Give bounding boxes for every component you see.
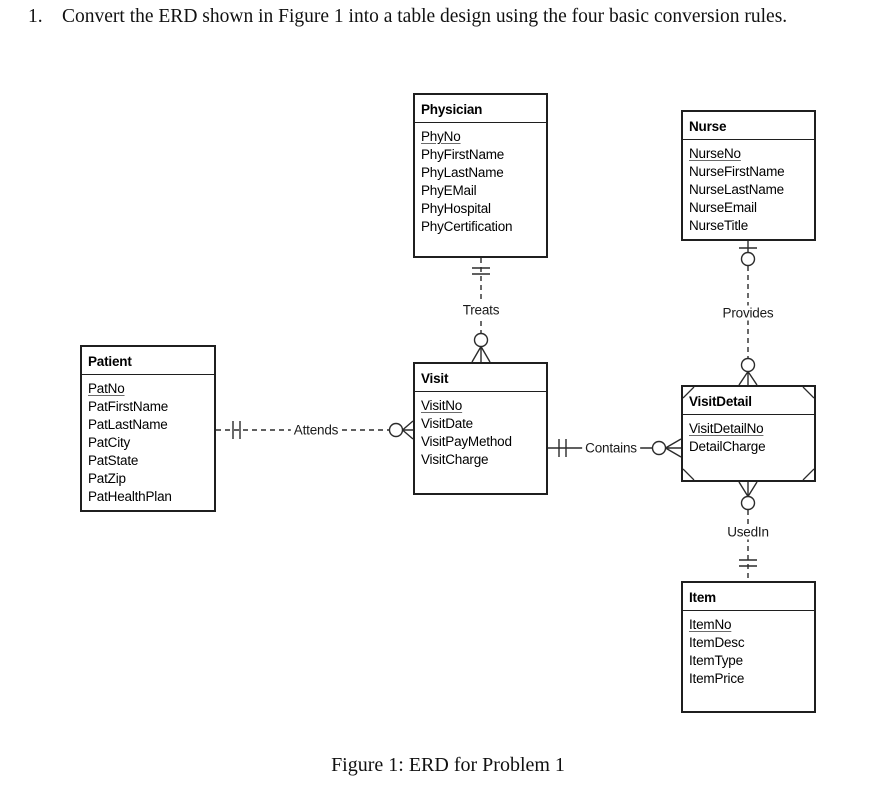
cardinality-zero-circle bbox=[740, 251, 756, 267]
attribute-pk: PatNo bbox=[88, 381, 125, 396]
entity-patient: Patient PatNo PatFirstName PatLastName P… bbox=[80, 345, 216, 512]
attribute-pk: ItemNo bbox=[689, 617, 732, 632]
entity-attributes: VisitNo VisitDate VisitPayMethod VisitCh… bbox=[415, 392, 546, 469]
attribute: ItemDesc bbox=[689, 635, 745, 650]
attribute: PhyCertification bbox=[421, 219, 513, 234]
crows-foot bbox=[738, 481, 758, 497]
crows-foot bbox=[665, 438, 682, 458]
attribute: PhyEMail bbox=[421, 183, 477, 198]
attribute-pk: VisitNo bbox=[421, 398, 463, 413]
attribute: ItemPrice bbox=[689, 671, 745, 686]
crows-foot bbox=[738, 371, 758, 386]
relationship-attends-connector bbox=[216, 420, 414, 440]
entity-attributes: PhyNo PhyFirstName PhyLastName PhyEMail … bbox=[415, 123, 546, 236]
attribute: ItemType bbox=[689, 653, 743, 668]
entity-nurse: Nurse NurseNo NurseFirstName NurseLastNa… bbox=[681, 110, 816, 241]
cardinality-zero-circle bbox=[740, 495, 756, 511]
relationship-provides-connector bbox=[738, 241, 758, 386]
problem-text: Convert the ERD shown in Figure 1 into a… bbox=[62, 6, 788, 27]
attribute: PhyFirstName bbox=[421, 147, 505, 162]
attribute: VisitCharge bbox=[421, 452, 489, 467]
relationship-treats-connector bbox=[471, 258, 491, 363]
entity-title: Visit bbox=[415, 364, 546, 392]
relationship-label-attends: Attends bbox=[290, 422, 342, 438]
attribute: PatHealthPlan bbox=[88, 489, 172, 504]
attribute: PatZip bbox=[88, 471, 126, 486]
entity-attributes: VisitDetailNo DetailCharge bbox=[683, 415, 814, 456]
attribute: NurseEmail bbox=[689, 200, 757, 215]
attribute: PatFirstName bbox=[88, 399, 169, 414]
attribute: PatLastName bbox=[88, 417, 168, 432]
entity-title: Item bbox=[683, 583, 814, 611]
attribute: PhyLastName bbox=[421, 165, 504, 180]
entity-title: Patient bbox=[82, 347, 214, 375]
attribute: PhyHospital bbox=[421, 201, 491, 216]
entity-attributes: NurseNo NurseFirstName NurseLastName Nur… bbox=[683, 140, 814, 235]
entity-attributes: ItemNo ItemDesc ItemType ItemPrice bbox=[683, 611, 814, 688]
relationship-usedin-connector bbox=[738, 481, 758, 581]
crows-foot bbox=[471, 346, 491, 363]
cardinality-zero-circle bbox=[388, 422, 404, 438]
entity-attributes: PatNo PatFirstName PatLastName PatCity P… bbox=[82, 375, 214, 506]
entity-item: Item ItemNo ItemDesc ItemType ItemPrice bbox=[681, 581, 816, 713]
entity-visit: Visit VisitNo VisitDate VisitPayMethod V… bbox=[413, 362, 548, 495]
attribute: VisitDate bbox=[421, 416, 473, 431]
entity-visitdetail: VisitDetail VisitDetailNo DetailCharge bbox=[681, 385, 816, 482]
cardinality-zero-circle bbox=[651, 440, 667, 456]
relationship-label-usedin: UsedIn bbox=[724, 524, 772, 540]
attribute: NurseLastName bbox=[689, 182, 784, 197]
attribute: PatState bbox=[88, 453, 139, 468]
problem-statement: 1. Convert the ERD shown in Figure 1 into… bbox=[28, 6, 787, 28]
relationship-label-treats: Treats bbox=[459, 302, 503, 318]
attribute-pk: NurseNo bbox=[689, 146, 741, 161]
relationship-label-provides: Provides bbox=[719, 305, 777, 321]
problem-number: 1. bbox=[28, 6, 43, 27]
entity-title: Nurse bbox=[683, 112, 814, 140]
attribute: NurseFirstName bbox=[689, 164, 785, 179]
attribute: DetailCharge bbox=[689, 439, 766, 454]
entity-physician: Physician PhyNo PhyFirstName PhyLastName… bbox=[413, 93, 548, 258]
attribute: NurseTitle bbox=[689, 218, 749, 233]
attribute-pk: VisitDetailNo bbox=[689, 421, 764, 436]
entity-title: VisitDetail bbox=[683, 387, 814, 415]
entity-title: Physician bbox=[415, 95, 546, 123]
cardinality-zero-circle bbox=[473, 332, 489, 348]
cardinality-zero-circle bbox=[740, 357, 756, 373]
attribute: PatCity bbox=[88, 435, 131, 450]
relationship-label-contains: Contains bbox=[582, 440, 640, 456]
crows-foot bbox=[402, 420, 414, 440]
attribute: VisitPayMethod bbox=[421, 434, 512, 449]
attribute-pk: PhyNo bbox=[421, 129, 461, 144]
figure-caption: Figure 1: ERD for Problem 1 bbox=[331, 754, 565, 776]
